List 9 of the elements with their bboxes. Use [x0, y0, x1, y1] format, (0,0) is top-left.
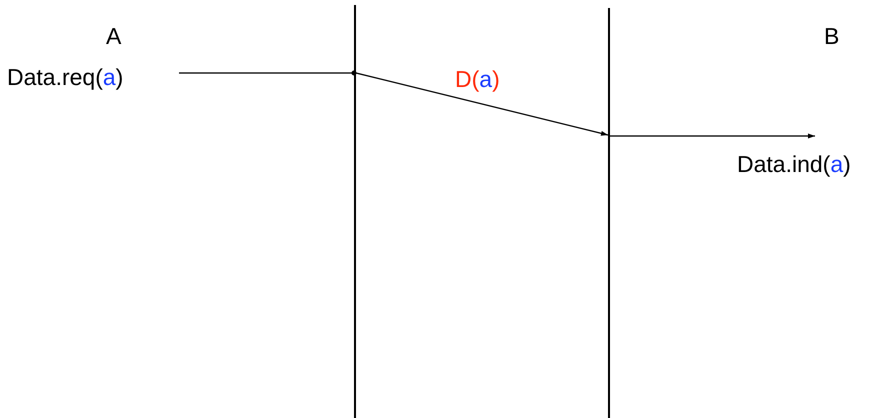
message-label: Data.ind(a): [737, 153, 851, 176]
arrow: [610, 134, 815, 138]
edge-label: D(a): [455, 68, 500, 91]
lifeline: [608, 8, 610, 418]
lifeline: [354, 5, 356, 418]
arrow: [356, 72, 608, 136]
participant-label: B: [824, 25, 840, 48]
message-label: Data.req(a): [7, 62, 179, 92]
participant-label: A: [106, 25, 122, 48]
